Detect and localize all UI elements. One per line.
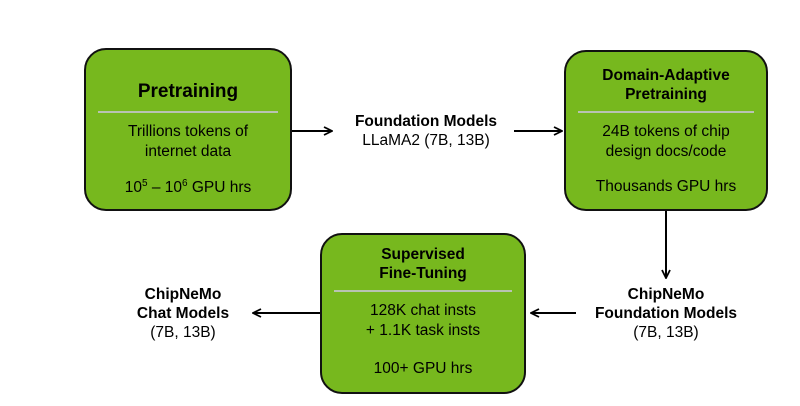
- dapt-title-line2: Pretraining: [625, 86, 707, 103]
- foundation-models-title: Foundation Models: [354, 113, 498, 130]
- sft-gpu-hours: 100+ GPU hrs: [373, 360, 473, 377]
- sft-box: Supervised Fine-Tuning 128K chat insts +…: [320, 233, 526, 394]
- sft-line2: + 1.1K task insts: [365, 322, 481, 339]
- dapt-title-line1: Domain-Adaptive: [602, 67, 730, 84]
- pretraining-line1: Trillions tokens of: [127, 123, 249, 140]
- sft-divider: [334, 290, 512, 292]
- dapt-box: Domain-Adaptive Pretraining 24B tokens o…: [564, 50, 768, 211]
- chipnemo-chat-line3: (7B, 13B): [150, 324, 216, 341]
- pretraining-title: Pretraining: [137, 81, 239, 102]
- pretraining-line2: internet data: [144, 143, 232, 160]
- pretraining-divider: [98, 111, 278, 113]
- pretraining-gpu-hours: 105 – 106 GPU hrs: [124, 177, 252, 196]
- sft-title-line1: Supervised: [381, 246, 465, 263]
- chipnemo-foundation-line1: ChipNeMo: [627, 286, 705, 303]
- chipnemo-foundation-line2: Foundation Models: [594, 305, 738, 322]
- dapt-gpu-hours: Thousands GPU hrs: [595, 178, 737, 195]
- dapt-line2: design docs/code: [605, 143, 727, 160]
- foundation-models-label: Foundation Models LLaMA2 (7B, 13B): [336, 112, 516, 150]
- chipnemo-foundation-line3: (7B, 13B): [633, 324, 699, 341]
- foundation-models-subtitle: LLaMA2 (7B, 13B): [362, 132, 490, 149]
- pretraining-box: Pretraining Trillions tokens of internet…: [84, 48, 292, 211]
- chipnemo-chat-line2: Chat Models: [136, 305, 230, 322]
- dapt-line1: 24B tokens of chip: [602, 123, 730, 140]
- chipnemo-chat-label: ChipNeMo Chat Models (7B, 13B): [118, 285, 248, 342]
- sft-line1: 128K chat insts: [370, 302, 476, 319]
- chipnemo-chat-line1: ChipNeMo: [144, 286, 222, 303]
- dapt-divider: [578, 111, 754, 113]
- chipnemo-foundation-label: ChipNeMo Foundation Models (7B, 13B): [578, 285, 754, 342]
- sft-title-line2: Fine-Tuning: [379, 265, 467, 282]
